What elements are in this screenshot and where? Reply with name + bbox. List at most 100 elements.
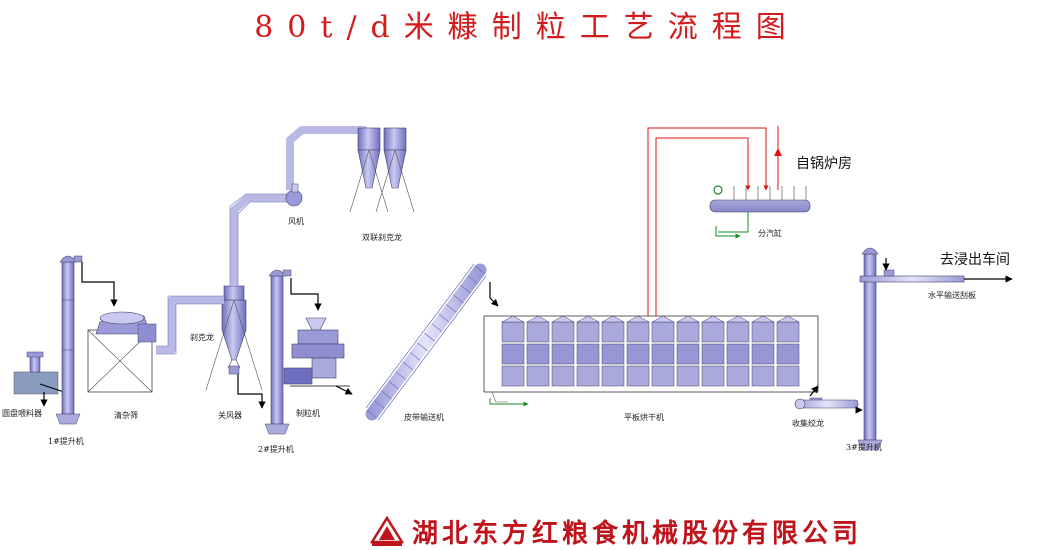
twin-cyclone [349, 127, 415, 213]
dryer-cell [726, 321, 750, 343]
steam-header [709, 185, 811, 213]
label-scraper: 水平输送刮板 [928, 290, 976, 300]
material-flow-arrows [40, 258, 1013, 414]
dryer-cell [526, 343, 550, 365]
dryer-cell [676, 343, 700, 365]
bucket-elevator-2 [264, 269, 292, 435]
company-footer: 湖北东方红粮食机械股份有限公司 [370, 515, 863, 549]
dryer-cell [501, 343, 525, 365]
belt-roller [424, 332, 435, 342]
dryer-cell [601, 343, 625, 365]
bucket-elevator-1 [55, 255, 83, 425]
air-ducts-outline [156, 193, 290, 355]
belt-roller [373, 400, 385, 409]
belt-roller [460, 284, 471, 294]
dryer-cell [626, 321, 650, 343]
dryer-cell [701, 365, 725, 387]
belt-roller [431, 323, 443, 332]
dryer-cell [701, 321, 725, 343]
dryer-cell [626, 365, 650, 387]
dryer-hood [626, 315, 650, 323]
dryer-hood [676, 315, 700, 323]
dryer-hood [526, 315, 550, 323]
air-ducts [156, 126, 374, 354]
dryer-cell [651, 321, 675, 343]
disc-feeder [13, 351, 65, 395]
label-from-boiler: 自锅炉房 [796, 156, 852, 172]
page-title: 80t/d米糠制粒工艺流程图 [254, 10, 800, 45]
dryer-cell [776, 365, 800, 387]
belt-roller [366, 409, 378, 419]
dryer-cell [776, 343, 800, 365]
belt-roller [453, 294, 464, 304]
belt-roller [395, 371, 407, 380]
label-steam-header: 分汽缸 [758, 228, 782, 238]
label-dryer: 平板烘干机 [624, 412, 664, 422]
label-cleaner: 清杂筛 [114, 410, 138, 420]
dryer-hood [751, 315, 775, 323]
label-twin-cyclone: 双联刹克龙 [362, 232, 402, 242]
dryer-hood [601, 315, 625, 323]
dryer-cell [726, 343, 750, 365]
belt-roller [467, 275, 479, 284]
dryer-cell [751, 365, 775, 387]
cleaning-sieve [87, 311, 157, 393]
dryer-cell [526, 365, 550, 387]
dryer-cell [726, 365, 750, 387]
dryer-cell [551, 365, 575, 387]
dryer-cell [776, 321, 800, 343]
pressure-gauge-icon [713, 185, 723, 195]
company-logo-icon [370, 516, 404, 546]
dryer-cell [751, 321, 775, 343]
dryer-cell [576, 343, 600, 365]
label-collect-auger: 收集绞龙 [792, 418, 824, 428]
label-pelletizer: 制粒机 [296, 408, 320, 418]
dryer-hood [501, 315, 525, 323]
label-elevator-3: 3#提升机 [846, 442, 882, 452]
dryer-cell [651, 343, 675, 365]
dryer-cell [601, 365, 625, 387]
dryer-cell [651, 365, 675, 387]
dryer-hood [701, 315, 725, 323]
dryer-hood [551, 315, 575, 323]
fan [285, 183, 303, 207]
condensate-lines [489, 212, 749, 407]
dryer-cell [701, 343, 725, 365]
dryer-cell [551, 321, 575, 343]
steam-lines [647, 126, 782, 316]
label-elevator-1: 1#提升机 [48, 436, 84, 446]
dryer-hood [576, 315, 600, 323]
dryer-cell [676, 365, 700, 387]
dryer-hood [651, 315, 675, 323]
dryer-cell [526, 321, 550, 343]
label-elevator-2: 2#提升机 [258, 444, 294, 454]
bucket-elevator-3 [857, 247, 883, 451]
dryer-cell [626, 343, 650, 365]
company-name: 湖北东方红粮食机械股份有限公司 [412, 518, 863, 549]
collecting-auger [794, 398, 859, 410]
dryer-cell [501, 321, 525, 343]
label-cyclone: 刹克龙 [190, 332, 214, 342]
dryer-cell [676, 321, 700, 343]
dryer-cell [501, 365, 525, 387]
dryer-cell [576, 365, 600, 387]
belt-roller [445, 304, 457, 313]
dryer-cell [601, 321, 625, 343]
dryer-cell [576, 321, 600, 343]
cyclone [205, 285, 263, 391]
belt-roller [381, 390, 392, 400]
belt-roller [417, 342, 428, 352]
belt-roller [474, 265, 486, 275]
belt-roller [388, 380, 399, 390]
label-airlock: 关风器 [218, 410, 242, 420]
dryer-cell [751, 343, 775, 365]
label-to-extraction: 去浸出车间 [940, 251, 1010, 268]
airlock-valve [228, 365, 240, 375]
label-belt-conveyor: 皮带输送机 [404, 412, 444, 422]
belt-roller [409, 352, 421, 361]
dryer-hood [726, 315, 750, 323]
belt-roller [438, 313, 450, 323]
dryer-cell [551, 343, 575, 365]
pellet-mill [283, 317, 350, 387]
